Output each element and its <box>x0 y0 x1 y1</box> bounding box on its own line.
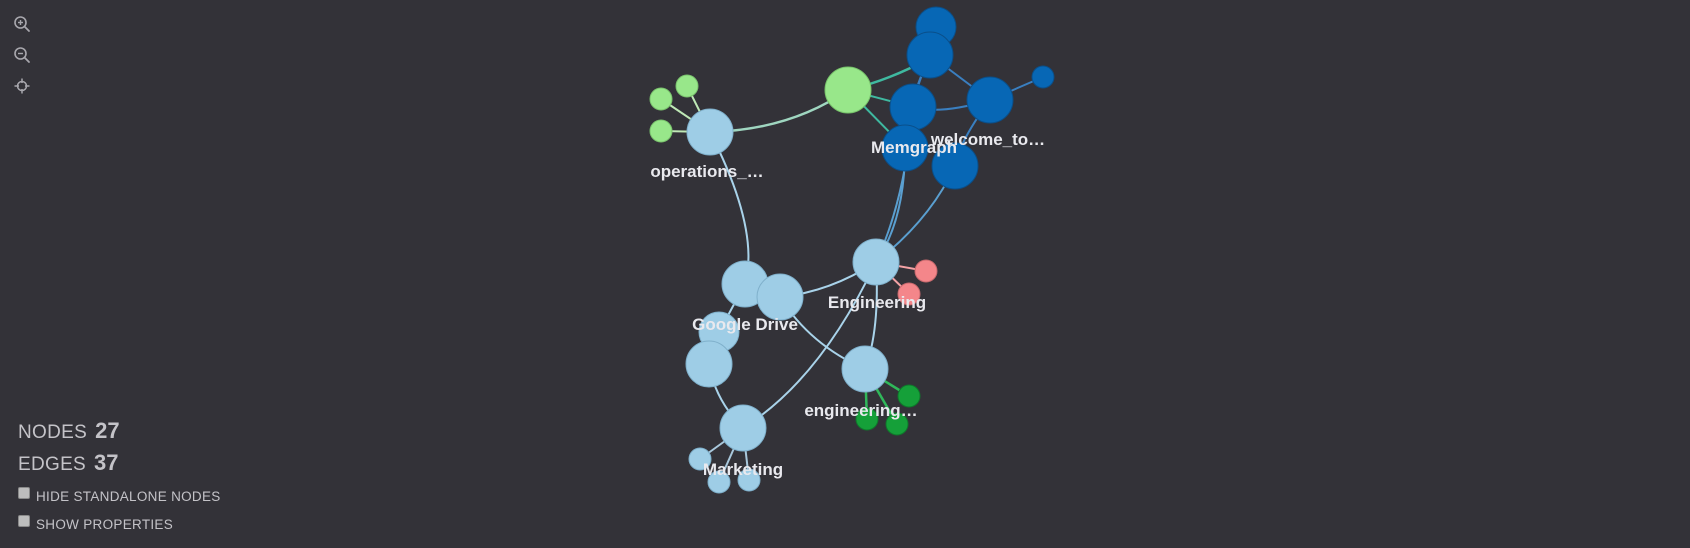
graph-labels: operations_… Memgraph welcome_to… Engine… <box>650 130 1045 479</box>
hide-standalone-checkbox[interactable] <box>18 487 30 499</box>
graph-nodes <box>649 6 1055 494</box>
edges-stat: EDGES 37 <box>18 450 221 482</box>
node-label-engineering-channel: engineering… <box>804 401 917 420</box>
node-label-operations: operations_… <box>650 162 763 181</box>
nodes-stat: NODES 27 <box>18 418 221 450</box>
graph-node[interactable] <box>885 412 909 436</box>
graph-node[interactable] <box>719 404 767 452</box>
graph-node[interactable] <box>649 87 673 111</box>
graph-node[interactable] <box>649 119 673 143</box>
graph-node[interactable] <box>824 66 872 114</box>
graph-node[interactable] <box>914 259 938 283</box>
graph-node[interactable] <box>688 447 712 471</box>
show-properties-option[interactable]: Show properties <box>18 510 221 538</box>
nodes-count: 27 <box>95 418 120 443</box>
graph-node[interactable] <box>897 384 921 408</box>
show-properties-label: Show properties <box>36 516 174 532</box>
graph-node[interactable] <box>841 345 889 393</box>
graph-node[interactable] <box>707 470 731 494</box>
graph-node[interactable] <box>966 76 1014 124</box>
graph-toolbar <box>12 14 32 96</box>
graph-node[interactable] <box>685 340 733 388</box>
graph-stats: NODES 27 EDGES 37 Hide standalone nodes … <box>18 418 221 538</box>
edges-count: 37 <box>94 450 119 475</box>
center-graph-button[interactable] <box>12 76 32 96</box>
hide-standalone-label: Hide standalone nodes <box>36 488 221 504</box>
edges-label: EDGES <box>18 454 87 475</box>
node-label-welcome: welcome_to… <box>930 130 1045 149</box>
node-label-google-drive: Google Drive <box>692 315 798 334</box>
graph-node[interactable] <box>897 282 921 306</box>
zoom-out-icon <box>14 47 30 63</box>
graph-node[interactable] <box>855 407 879 431</box>
show-properties-checkbox[interactable] <box>18 515 30 527</box>
graph-node[interactable] <box>931 142 979 190</box>
graph-node[interactable] <box>686 108 734 156</box>
zoom-in-icon <box>14 16 30 32</box>
graph-node[interactable] <box>852 238 900 286</box>
graph-node[interactable] <box>881 124 929 172</box>
node-label-engineering: Engineering <box>828 293 926 312</box>
graph-node[interactable] <box>906 31 954 79</box>
zoom-in-button[interactable] <box>12 14 32 34</box>
node-label-memgraph: Memgraph <box>871 138 957 157</box>
crosshair-icon <box>14 78 30 94</box>
hide-standalone-option[interactable]: Hide standalone nodes <box>18 482 221 510</box>
graph-node[interactable] <box>737 468 761 492</box>
graph-node[interactable] <box>889 83 937 131</box>
node-label-marketing: Marketing <box>703 460 783 479</box>
graph-node[interactable] <box>675 74 699 98</box>
nodes-label: NODES <box>18 422 88 443</box>
graph-node[interactable] <box>756 273 804 321</box>
graph-node[interactable] <box>1031 65 1055 89</box>
zoom-out-button[interactable] <box>12 45 32 65</box>
